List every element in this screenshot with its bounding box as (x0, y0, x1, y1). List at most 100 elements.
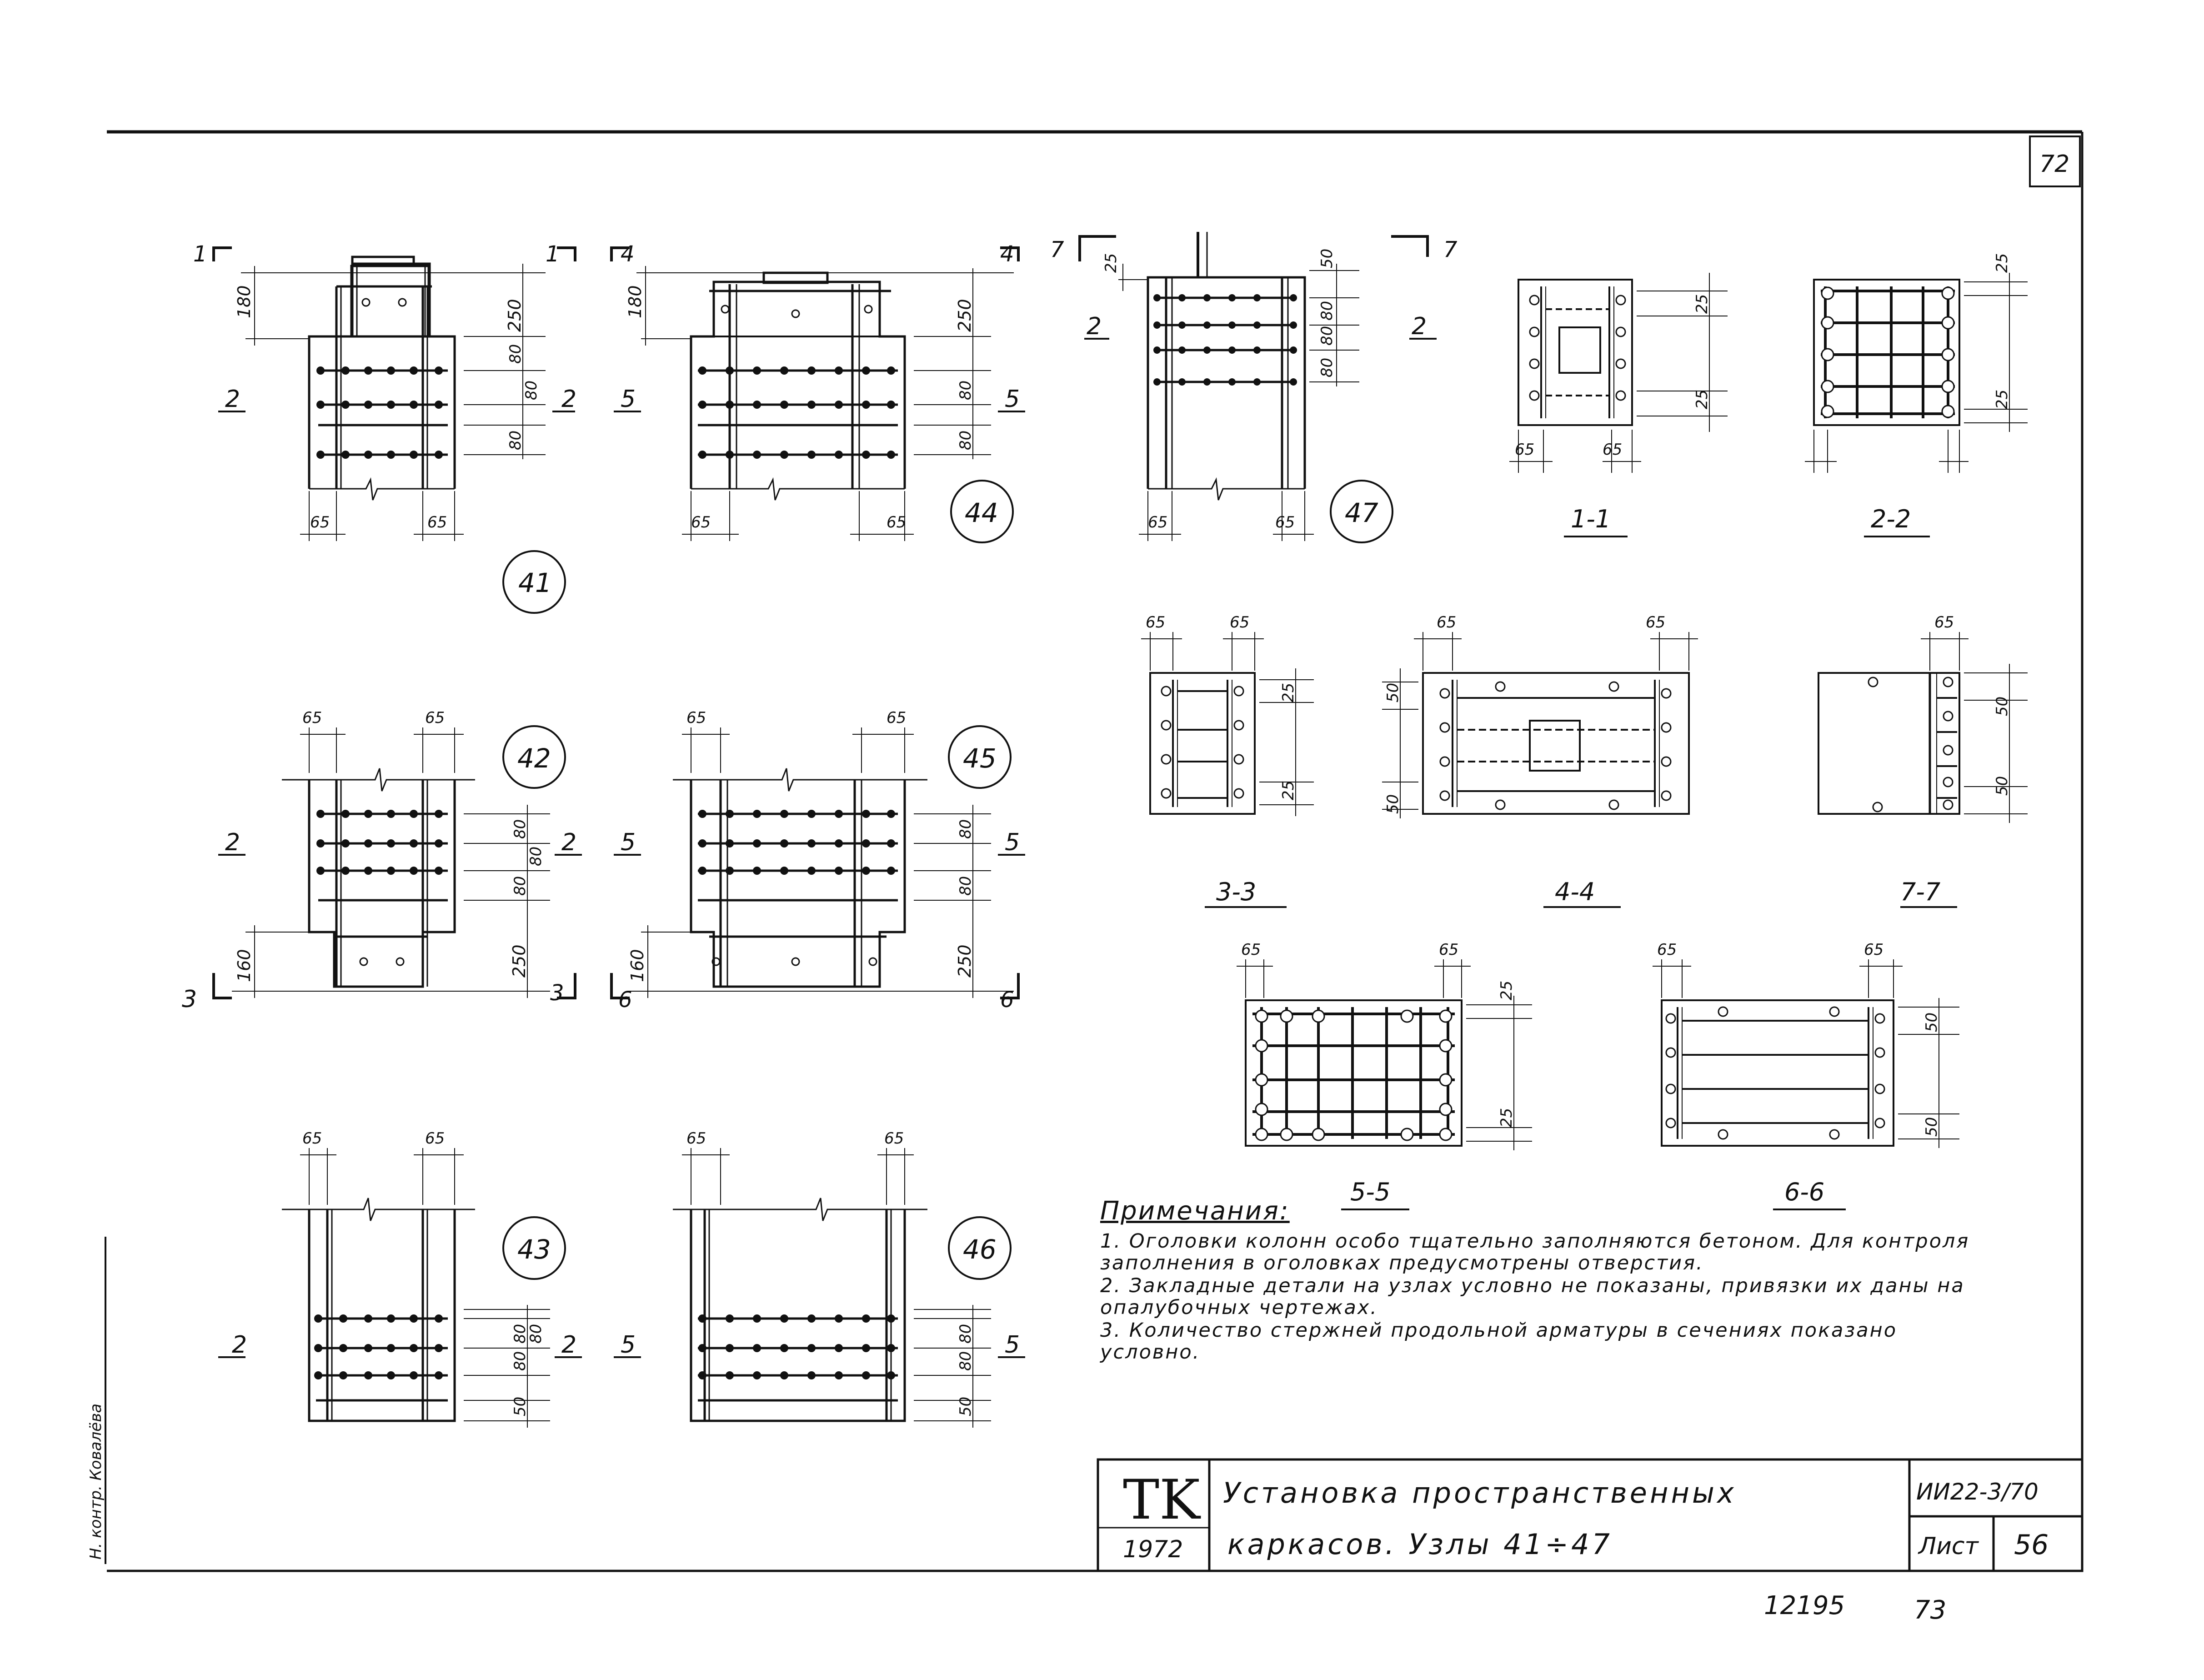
dim-65-f1: 65 (302, 709, 322, 727)
section-7-7-drawing (1818, 632, 2028, 908)
node-46-label: 46 (963, 1234, 997, 1265)
section-2-2-drawing (1805, 273, 2028, 537)
cut-mark-2-47-left: 2 (1087, 313, 1102, 340)
node-42-drawing (212, 725, 582, 999)
notes-block: Примечания: 1. Оголовки колонн особо тща… (1100, 1199, 1987, 1364)
note-item-1: 1. Оголовки колонн особо тщательно запол… (1100, 1230, 1970, 1274)
dim-80-b2: 80 (957, 431, 975, 450)
cut-mark-7-left: 7 (1050, 237, 1064, 262)
node-41-label: 41 (518, 567, 552, 598)
section-7-7-label: 7-7 (1900, 878, 1940, 906)
cut-mark-5-46-right: 5 (1005, 1331, 1020, 1359)
dim-65-c2: 65 (1275, 513, 1295, 532)
dim-80-m3: 80 (511, 1351, 529, 1371)
dim-65-l1: 65 (1657, 941, 1677, 959)
dim-65-h1: 65 (1146, 613, 1165, 632)
cut-mark-2-left: 2 (225, 386, 240, 413)
dim-80-f1: 80 (511, 819, 529, 839)
cut-mark-5-46-left: 5 (621, 1331, 636, 1359)
dim-65-d2: 65 (1603, 441, 1622, 459)
dim-65-i2: 65 (1646, 613, 1665, 632)
dim-80-g1: 80 (957, 819, 975, 839)
dim-80-n1: 80 (957, 1324, 975, 1344)
dim-50-m: 50 (511, 1397, 529, 1416)
dim-65-n2: 65 (884, 1129, 904, 1148)
cut-mark-2-42-right: 2 (561, 829, 576, 856)
dim-80-m1: 80 (511, 1324, 529, 1344)
dim-160-g: 160 (627, 949, 647, 982)
dim-80-c3: 80 (1318, 358, 1336, 377)
dim-65-c1: 65 (1148, 513, 1167, 532)
dim-20-d2: 25 (1693, 390, 1711, 409)
title-line-1: Установка пространственных (1223, 1476, 1737, 1509)
bottom-code: 12195 (1764, 1591, 1845, 1620)
cut-mark-2-43-left: 2 (232, 1331, 247, 1359)
dim-50-i2: 50 (1384, 794, 1402, 814)
cut-mark-2-42-left: 2 (225, 829, 240, 856)
dim-80-g2: 80 (957, 876, 975, 896)
year: 1972 (1123, 1536, 1183, 1563)
dim-65-k2: 65 (1439, 941, 1458, 959)
cut-mark-3-left: 3 (182, 986, 197, 1013)
cut-mark-2-right: 2 (561, 386, 576, 413)
cut-mark-2-43-right: 2 (561, 1331, 576, 1359)
section-7-7-holes (1868, 677, 1954, 812)
sheet-label: Лист (1918, 1533, 1979, 1560)
dim-80-a2: 80 (522, 381, 541, 400)
dim-160-f: 160 (234, 949, 254, 982)
node-47-bars (1153, 294, 1297, 386)
section-6-6-drawing (1653, 959, 1959, 1210)
node-46-bars (698, 1314, 895, 1379)
bottom-page: 73 (1914, 1595, 1946, 1625)
cut-mark-5-45-right: 5 (1005, 829, 1020, 856)
dim-50-j2: 50 (1993, 776, 2011, 796)
cut-mark-3-right: 3 (550, 980, 564, 1006)
section-2-2-label: 2-2 (1871, 505, 1911, 533)
dim-50-c: 50 (1318, 249, 1336, 268)
dim-50-n: 50 (957, 1397, 975, 1416)
node-47-label: 47 (1345, 497, 1378, 528)
dim-65-d1: 65 (1515, 441, 1534, 459)
dim-20-h2: 25 (1279, 781, 1297, 800)
dim-65-j1: 65 (1934, 613, 1954, 632)
cut-mark-7-right: 7 (1443, 237, 1458, 262)
side-stamp: Н. контр. Ковалёва (87, 1237, 106, 1564)
section-1-1-holes (1529, 295, 1626, 401)
dim-80-m2: 80 (527, 1324, 545, 1344)
dim-65-k1: 65 (1241, 941, 1261, 959)
cut-mark-6-right: 6 (1000, 987, 1014, 1013)
note-item-2: 2. Закладные детали на узлах условно не … (1100, 1274, 1965, 1319)
dim-80-a1: 80 (506, 344, 525, 364)
node-42-holes (316, 810, 443, 966)
section-1-1-drawing (1509, 273, 1728, 537)
dim-80-n2: 80 (957, 1351, 975, 1371)
dim-80-c1: 80 (1318, 301, 1336, 321)
dim-25-k2: 25 (1498, 1108, 1516, 1128)
section-5-5-label: 5-5 (1350, 1178, 1390, 1206)
cut-mark-5-45-left: 5 (621, 829, 636, 856)
node-43-drawing (218, 1148, 582, 1428)
dim-50-l2: 50 (1923, 1117, 1941, 1137)
dim-65-m1: 65 (302, 1129, 322, 1148)
node-41-holes (316, 298, 443, 459)
dim-25-k1: 25 (1498, 981, 1516, 1000)
cut-mark-6-left: 6 (618, 987, 632, 1013)
node-46-drawing (614, 1148, 1025, 1428)
node-42-label: 42 (517, 743, 551, 774)
dim-65-f2: 65 (425, 709, 445, 727)
dim-65-i1: 65 (1437, 613, 1456, 632)
page-number: 72 (2039, 150, 2069, 178)
dim-65-a1: 65 (310, 513, 330, 532)
section-3-3-holes (1161, 686, 1244, 799)
dim-25-e1b: 25 (1993, 390, 2011, 409)
cut-mark-5-right: 5 (1005, 386, 1020, 413)
section-4-4-label: 4-4 (1555, 878, 1595, 906)
node-45-label: 45 (963, 743, 997, 774)
dim-65-a2: 65 (427, 513, 447, 532)
side-stamp-text: Н. контр. Ковалёва (87, 1404, 105, 1560)
dim-65-h2: 65 (1230, 613, 1249, 632)
dim-80-c2: 80 (1318, 326, 1336, 346)
node-44-holes (698, 305, 895, 459)
dim-20-d1: 25 (1693, 294, 1711, 314)
dim-65-m2: 65 (425, 1129, 445, 1148)
